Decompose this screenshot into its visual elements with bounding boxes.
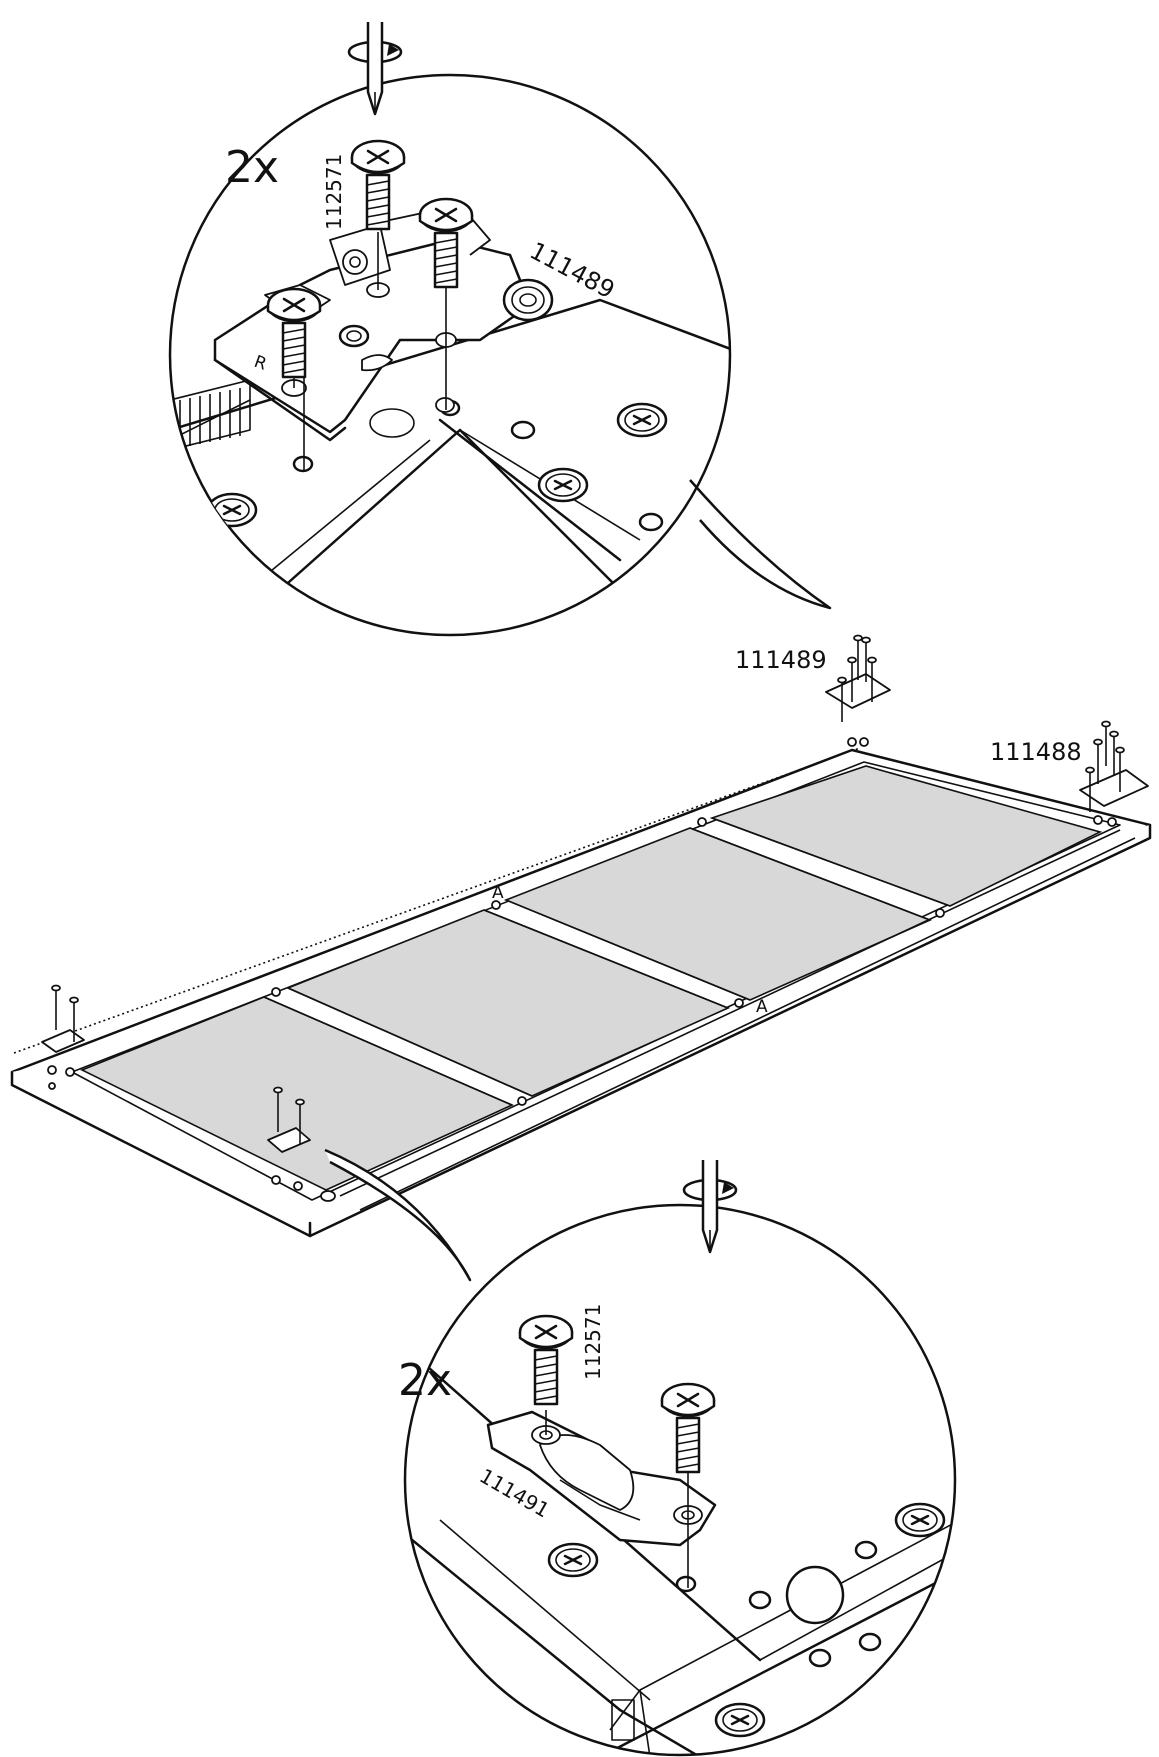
panel-insert-1 [80, 996, 514, 1191]
panel-mark-a-1: A [492, 883, 504, 903]
top-quantity-label: 2x [225, 142, 279, 193]
door-panel-frame: A A [10, 634, 1152, 1238]
bottom-quantity-label: 2x [398, 1355, 452, 1406]
bottom-detail-callout: 2x 112571 111491 [324, 1148, 957, 1757]
hinge-right-fitting [1079, 720, 1149, 827]
hinge-right-part-number: 111488 [990, 738, 1082, 766]
bottom-screw-part-number: 112571 [581, 1304, 605, 1380]
hinge-top-left-fitting [825, 634, 891, 747]
hinge-left-part-number: 111489 [735, 646, 827, 674]
panel-mark-a-2: A [756, 997, 768, 1017]
hinge-left-fitting [41, 984, 85, 1090]
clip-fitting [267, 1086, 336, 1202]
top-detail-callout: 2x 112571 111489 R [168, 20, 832, 637]
top-screw-part-number: 112571 [322, 154, 346, 230]
